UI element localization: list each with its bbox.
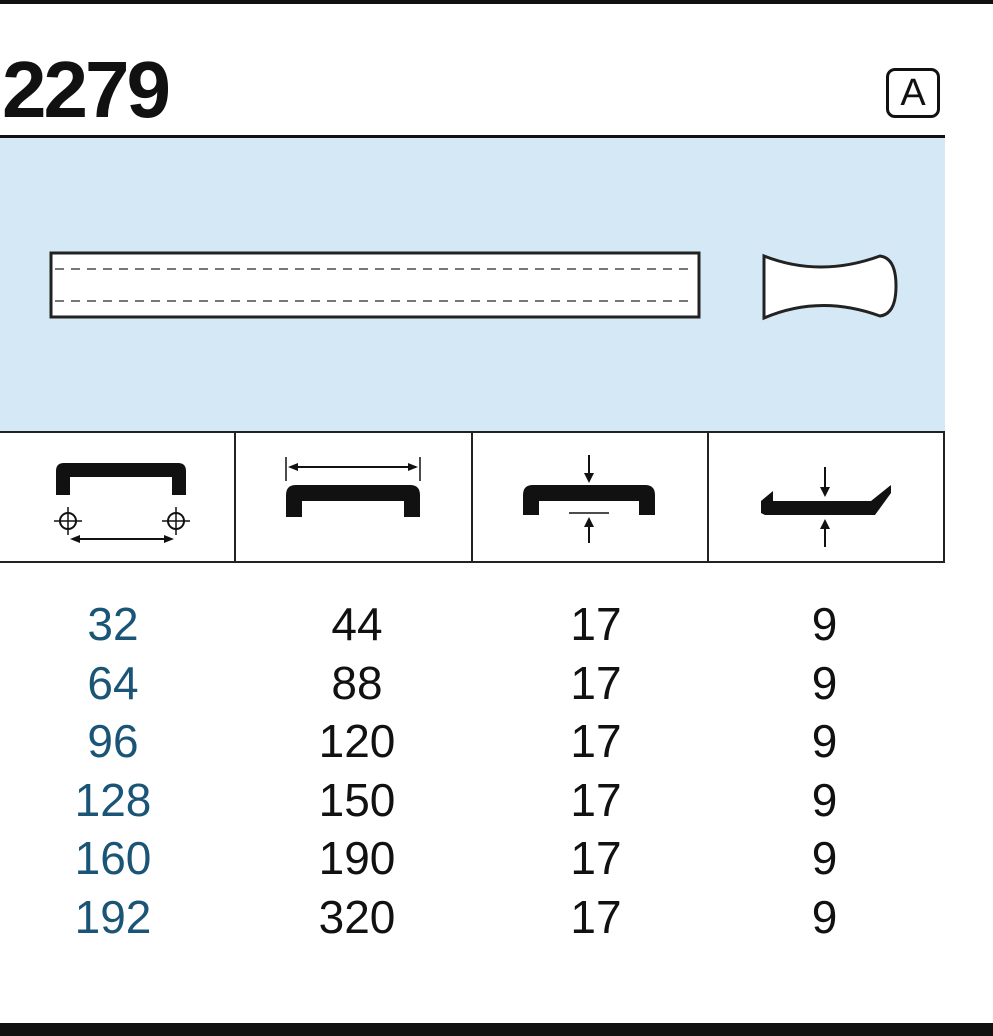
cell-length: 44 xyxy=(331,598,383,650)
table-row: 192 320 17 9 xyxy=(0,888,945,947)
handle-side-view xyxy=(49,251,701,319)
cell-length: 320 xyxy=(318,890,396,943)
cell-length: 150 xyxy=(318,773,396,826)
column-header-height xyxy=(473,433,709,561)
cell-height: 17 xyxy=(570,773,622,826)
table-row: 32 44 17 9 xyxy=(0,595,945,654)
overall-length-icon xyxy=(285,457,421,517)
model-number: 2279 xyxy=(2,45,171,134)
dimension-table: 32 44 17 9 64 88 17 9 96 120 17 9 128 15… xyxy=(0,595,945,947)
cell-thickness: 9 xyxy=(811,598,838,650)
cell-spacing: 160 xyxy=(74,832,152,885)
cell-spacing: 64 xyxy=(87,656,139,709)
cell-spacing: 96 xyxy=(87,715,139,768)
cell-length: 190 xyxy=(318,832,396,885)
column-header-thickness xyxy=(709,433,943,561)
thickness-icon xyxy=(760,467,891,547)
header-divider xyxy=(0,135,945,138)
dimension-header-row xyxy=(0,431,945,563)
top-frame-bar xyxy=(0,0,993,4)
cell-length: 88 xyxy=(331,656,383,709)
table-row: 64 88 17 9 xyxy=(0,654,945,713)
hole-spacing-icon xyxy=(54,463,190,543)
cell-thickness: 9 xyxy=(811,832,838,885)
cell-thickness: 9 xyxy=(811,656,838,709)
cell-height: 17 xyxy=(570,598,622,650)
cell-thickness: 9 xyxy=(811,890,838,943)
cell-height: 17 xyxy=(570,715,622,768)
column-header-overall-length xyxy=(236,433,473,561)
cell-spacing: 192 xyxy=(74,890,152,943)
cell-length: 120 xyxy=(318,715,396,768)
table-row: 128 150 17 9 xyxy=(0,771,945,830)
cell-spacing: 32 xyxy=(87,598,139,650)
cell-height: 17 xyxy=(570,890,622,943)
cell-thickness: 9 xyxy=(811,773,838,826)
cell-spacing: 128 xyxy=(74,773,152,826)
variant-badge: A xyxy=(886,68,940,118)
height-icon xyxy=(522,455,655,543)
cell-thickness: 9 xyxy=(811,715,838,768)
cell-height: 17 xyxy=(570,656,622,709)
cell-height: 17 xyxy=(570,832,622,885)
handle-drawing xyxy=(49,251,898,321)
product-preview-panel xyxy=(0,138,945,431)
bottom-frame-bar xyxy=(0,1023,993,1036)
table-row: 160 190 17 9 xyxy=(0,829,945,888)
handle-cross-section xyxy=(762,253,898,321)
column-header-hole-spacing xyxy=(0,433,237,561)
table-row: 96 120 17 9 xyxy=(0,712,945,771)
